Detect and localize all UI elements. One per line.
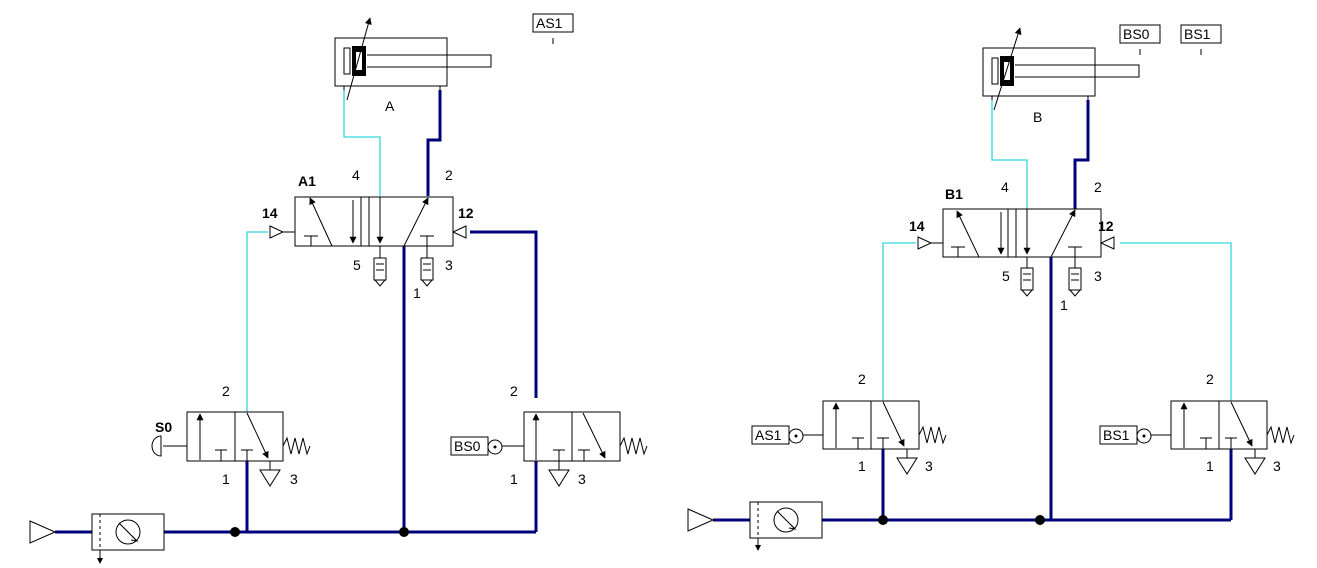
cylinder-a: A xyxy=(334,17,492,114)
roller-valve-as1-port-3: 3 xyxy=(925,458,933,474)
junction-node xyxy=(878,515,888,525)
limit-valve-port-3: 3 xyxy=(578,471,586,487)
roller-valve-bs1-port-2: 2 xyxy=(1206,371,1214,387)
valve-a1-port-5: 5 xyxy=(353,257,361,273)
sensor-tag-bs0-text: BS0 xyxy=(1123,26,1150,42)
air-supply-source xyxy=(29,520,57,544)
sensor-tag-bs1-text: BS1 xyxy=(1184,26,1211,42)
roller-valve-bs1-tag: BS1 xyxy=(1103,427,1130,443)
circuit-a: A AS1 xyxy=(29,13,648,564)
roller-valve-bs1-port-1: 1 xyxy=(1206,458,1214,474)
start-valve-label: S0 xyxy=(155,419,172,435)
valve-a1-port-3: 3 xyxy=(445,257,453,273)
start-valve-port-2: 2 xyxy=(222,383,230,399)
valve-b1-port-5: 5 xyxy=(1002,268,1010,284)
directional-valve-a1: A1 4 2 5 3 1 14 12 xyxy=(262,167,474,301)
signal-lines-b xyxy=(882,100,1232,401)
service-unit xyxy=(749,501,823,551)
directional-valve-b1: B1 4 2 5 3 1 14 12 xyxy=(909,179,1115,313)
sensor-tag-as1-text: AS1 xyxy=(536,15,563,31)
valve-b1-port-1: 1 xyxy=(1060,297,1068,313)
circuit-b: B BS0 BS1 xyxy=(687,24,1295,551)
roller-valve-bs1: BS1 2 1 3 xyxy=(1099,371,1295,475)
valve-a1-port-2: 2 xyxy=(445,167,453,183)
cylinder-b: B xyxy=(982,27,1140,125)
limit-valve-port-2: 2 xyxy=(510,383,518,399)
limit-valve-port-1: 1 xyxy=(510,471,518,487)
junction-node xyxy=(1035,515,1045,525)
junction-node xyxy=(230,527,240,537)
valve-b1-port-3: 3 xyxy=(1094,268,1102,284)
valve-a1-port-4: 4 xyxy=(352,167,360,183)
roller-valve-as1-tag: AS1 xyxy=(755,427,782,443)
sensor-tag-bs0: BS0 xyxy=(1119,24,1161,55)
valve-a1-pilot-12: 12 xyxy=(458,205,474,221)
limit-valve-tag: BS0 xyxy=(454,438,481,454)
roller-valve-as1-port-2: 2 xyxy=(858,371,866,387)
limit-valve-bs0: BS0 2 1 3 xyxy=(450,383,648,487)
signal-lines-a xyxy=(246,90,381,412)
valve-b1-port-4: 4 xyxy=(1001,179,1009,195)
start-valve-s0: S0 2 1 3 xyxy=(151,383,311,487)
valve-b1-port-2: 2 xyxy=(1094,179,1102,195)
roller-valve-as1: AS1 2 1 3 xyxy=(751,371,947,475)
valve-a1-pilot-14: 14 xyxy=(262,205,278,221)
air-supply-source xyxy=(687,508,715,532)
valve-a1-label: A1 xyxy=(298,173,316,189)
service-unit xyxy=(91,513,165,564)
start-valve-port-1: 1 xyxy=(222,471,230,487)
sensor-tag-as1: AS1 xyxy=(532,13,574,44)
sensor-tag-bs1: BS1 xyxy=(1180,24,1222,55)
cylinder-a-label: A xyxy=(385,98,395,114)
valve-b1-label: B1 xyxy=(945,186,963,202)
valve-a1-port-1: 1 xyxy=(413,285,421,301)
roller-valve-bs1-port-3: 3 xyxy=(1273,458,1281,474)
pressure-lines-a xyxy=(55,90,538,537)
roller-valve-as1-port-1: 1 xyxy=(858,458,866,474)
valve-b1-pilot-14: 14 xyxy=(909,218,925,234)
cylinder-b-label: B xyxy=(1033,109,1042,125)
valve-b1-pilot-12: 12 xyxy=(1098,218,1114,234)
start-valve-port-3: 3 xyxy=(290,471,298,487)
pressure-lines-b xyxy=(713,100,1233,525)
junction-node xyxy=(399,527,409,537)
